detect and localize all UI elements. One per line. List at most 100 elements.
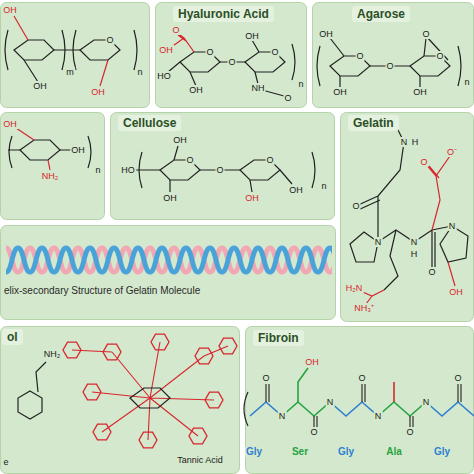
atom-label: N [374,237,383,247]
fibroin-chain [244,392,248,426]
atom-label: N [326,397,335,407]
panel-title: Cellulose [118,115,181,131]
atom-label: OH [412,87,428,97]
panel-background [313,3,474,108]
panel-background [1,226,336,320]
bond [8,136,91,168]
atom-label: O [405,427,414,437]
atom-label: O [351,201,360,211]
atom-label: OH [448,287,464,297]
atom-label: O [385,61,394,71]
panel-background [341,113,474,322]
tannic-acid [139,432,157,448]
gelatin-helix [6,240,332,280]
sugar-ring [20,140,60,160]
fibroin-chain [426,402,474,416]
panel-title: ol [2,329,23,345]
atom-label: OH [2,5,18,15]
atom-label: OH [32,81,48,91]
tannic-acid [205,392,223,408]
tannic-acid [219,338,237,354]
bond [384,230,398,290]
atom-label: O [427,267,436,277]
atom-label: OH [172,135,188,145]
bond [356,126,452,270]
atom-label: OH [304,357,320,367]
atom-label: NH₂ [43,349,62,359]
atom-label: O [421,29,430,39]
atom-label: n [136,67,143,77]
panel-title: Fibroin [253,330,304,346]
atom-label: OH [162,193,178,203]
atom-label: O [357,373,366,383]
atom-label: N [278,411,287,421]
tannic-acid [93,424,111,440]
atom-label: OH [244,31,260,41]
fibroin-chain [378,402,426,416]
atom-label: OH [332,87,348,97]
atom-label: O [185,155,194,165]
atom-label: H [410,249,419,259]
bond [317,36,461,88]
atom-label: NH₂ [41,171,60,181]
panel: elix-secondary Structure of Gelatin Mole… [0,225,336,320]
tannic-acid [63,342,81,358]
atom-label: O [227,57,236,67]
panel-background [246,327,474,474]
atom-label: N [410,237,419,247]
panel-background [156,3,307,108]
red-bond [358,156,455,304]
atom-label: H₂N [345,283,364,293]
atom-label: O [435,51,444,61]
atom-label: O [419,157,428,167]
atom-label: O [270,47,279,57]
atom-label: n [94,165,101,175]
atom-label: N [422,397,431,407]
panel-background [1,113,105,220]
atom-label: O [205,47,214,57]
atom-label: O [309,427,318,437]
panel-title: Hyaluronic Acid [173,6,274,22]
atom-label: OH [90,87,106,97]
tannic-acid [63,334,237,448]
sugar-ring [14,40,54,60]
fibroin-chain [266,384,461,428]
panel-caption: elix-secondary Structure of Gelatin Mole… [4,285,200,297]
atom-label: OH [158,45,174,55]
atom-label: OH [2,119,18,129]
panel-background [1,3,474,474]
tannic-acid [189,428,207,444]
fibroin-chain [298,368,308,402]
compound-name: Tannic Acid [176,455,224,465]
panel-background [1,327,240,474]
tannic-acid [83,384,101,400]
atom-label: O [261,373,270,383]
red-bond [16,128,50,170]
panel-title: Agarose [352,6,410,22]
atom-label: OH [188,85,204,95]
residue-label: Ser [291,447,309,457]
atom-label: n [297,79,304,89]
atom-label: O [171,25,180,35]
atom-label: O [355,51,364,61]
bond [18,362,46,419]
bond [168,40,295,96]
tannic-acid [72,342,228,440]
tannic-acid [151,334,169,350]
fibroin-chain [330,402,378,416]
atom-label: n [463,77,470,87]
atom-label: n [320,181,327,191]
atom-label: N [374,411,383,421]
panel-background [1,3,150,108]
atom-label: H [411,137,420,147]
atom-label: OH [244,193,260,203]
tannic-acid [195,348,213,364]
sugar-ring [14,40,450,180]
residue-label: Ala [385,447,403,457]
residue-label: Gly [433,447,451,457]
atom-label: OH [288,185,304,195]
tannic-acid [130,388,170,408]
red-bond [14,16,108,86]
fibroin-chain [393,382,395,402]
